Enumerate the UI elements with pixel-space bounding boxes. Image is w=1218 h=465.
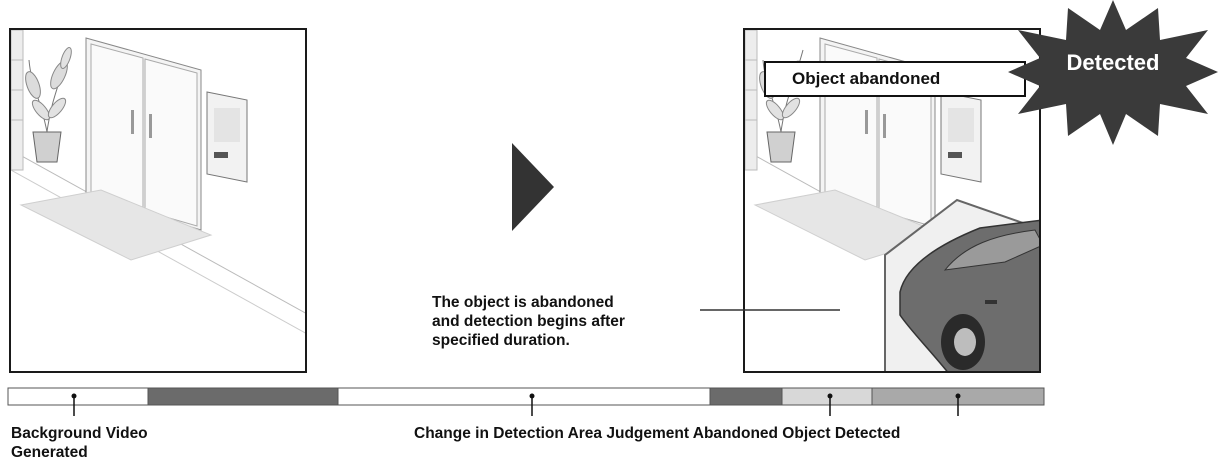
timeline-segment-judgement xyxy=(709,387,783,406)
timeline-label-background: Background Video Generated xyxy=(11,425,148,461)
timeline-segment-background xyxy=(7,387,149,406)
timeline-marker xyxy=(71,393,77,416)
timeline-label-stages: Change in Detection Area Judgement Aband… xyxy=(414,425,901,442)
timeline-marker xyxy=(955,393,961,416)
caption-line: and detection begins after xyxy=(432,313,625,330)
potted-plant-icon xyxy=(25,47,72,163)
timeline-marker xyxy=(529,393,535,416)
caption-line: The object is abandoned xyxy=(432,294,614,311)
detection-caption: The object is abandoned and detection be… xyxy=(432,293,712,350)
object-abandoned-callout: Object abandoned xyxy=(764,61,1026,97)
timeline-segment-abandoned xyxy=(781,387,873,406)
scene-background-only xyxy=(9,28,307,373)
car-icon xyxy=(899,219,1039,371)
object-abandoned-label: Object abandoned xyxy=(792,69,941,88)
triangle-right-icon xyxy=(512,143,554,231)
timeline-marker xyxy=(827,393,833,416)
caption-leader-line xyxy=(700,309,840,311)
caption-line: specified duration. xyxy=(432,332,570,349)
detected-label: Detected xyxy=(1066,50,1160,75)
timeline-bar xyxy=(7,387,1045,416)
detected-burst-icon xyxy=(1008,0,1218,145)
timeline-segment-dark xyxy=(147,387,339,406)
timeline-segment-change xyxy=(337,387,711,406)
room-illustration-before xyxy=(11,30,305,334)
